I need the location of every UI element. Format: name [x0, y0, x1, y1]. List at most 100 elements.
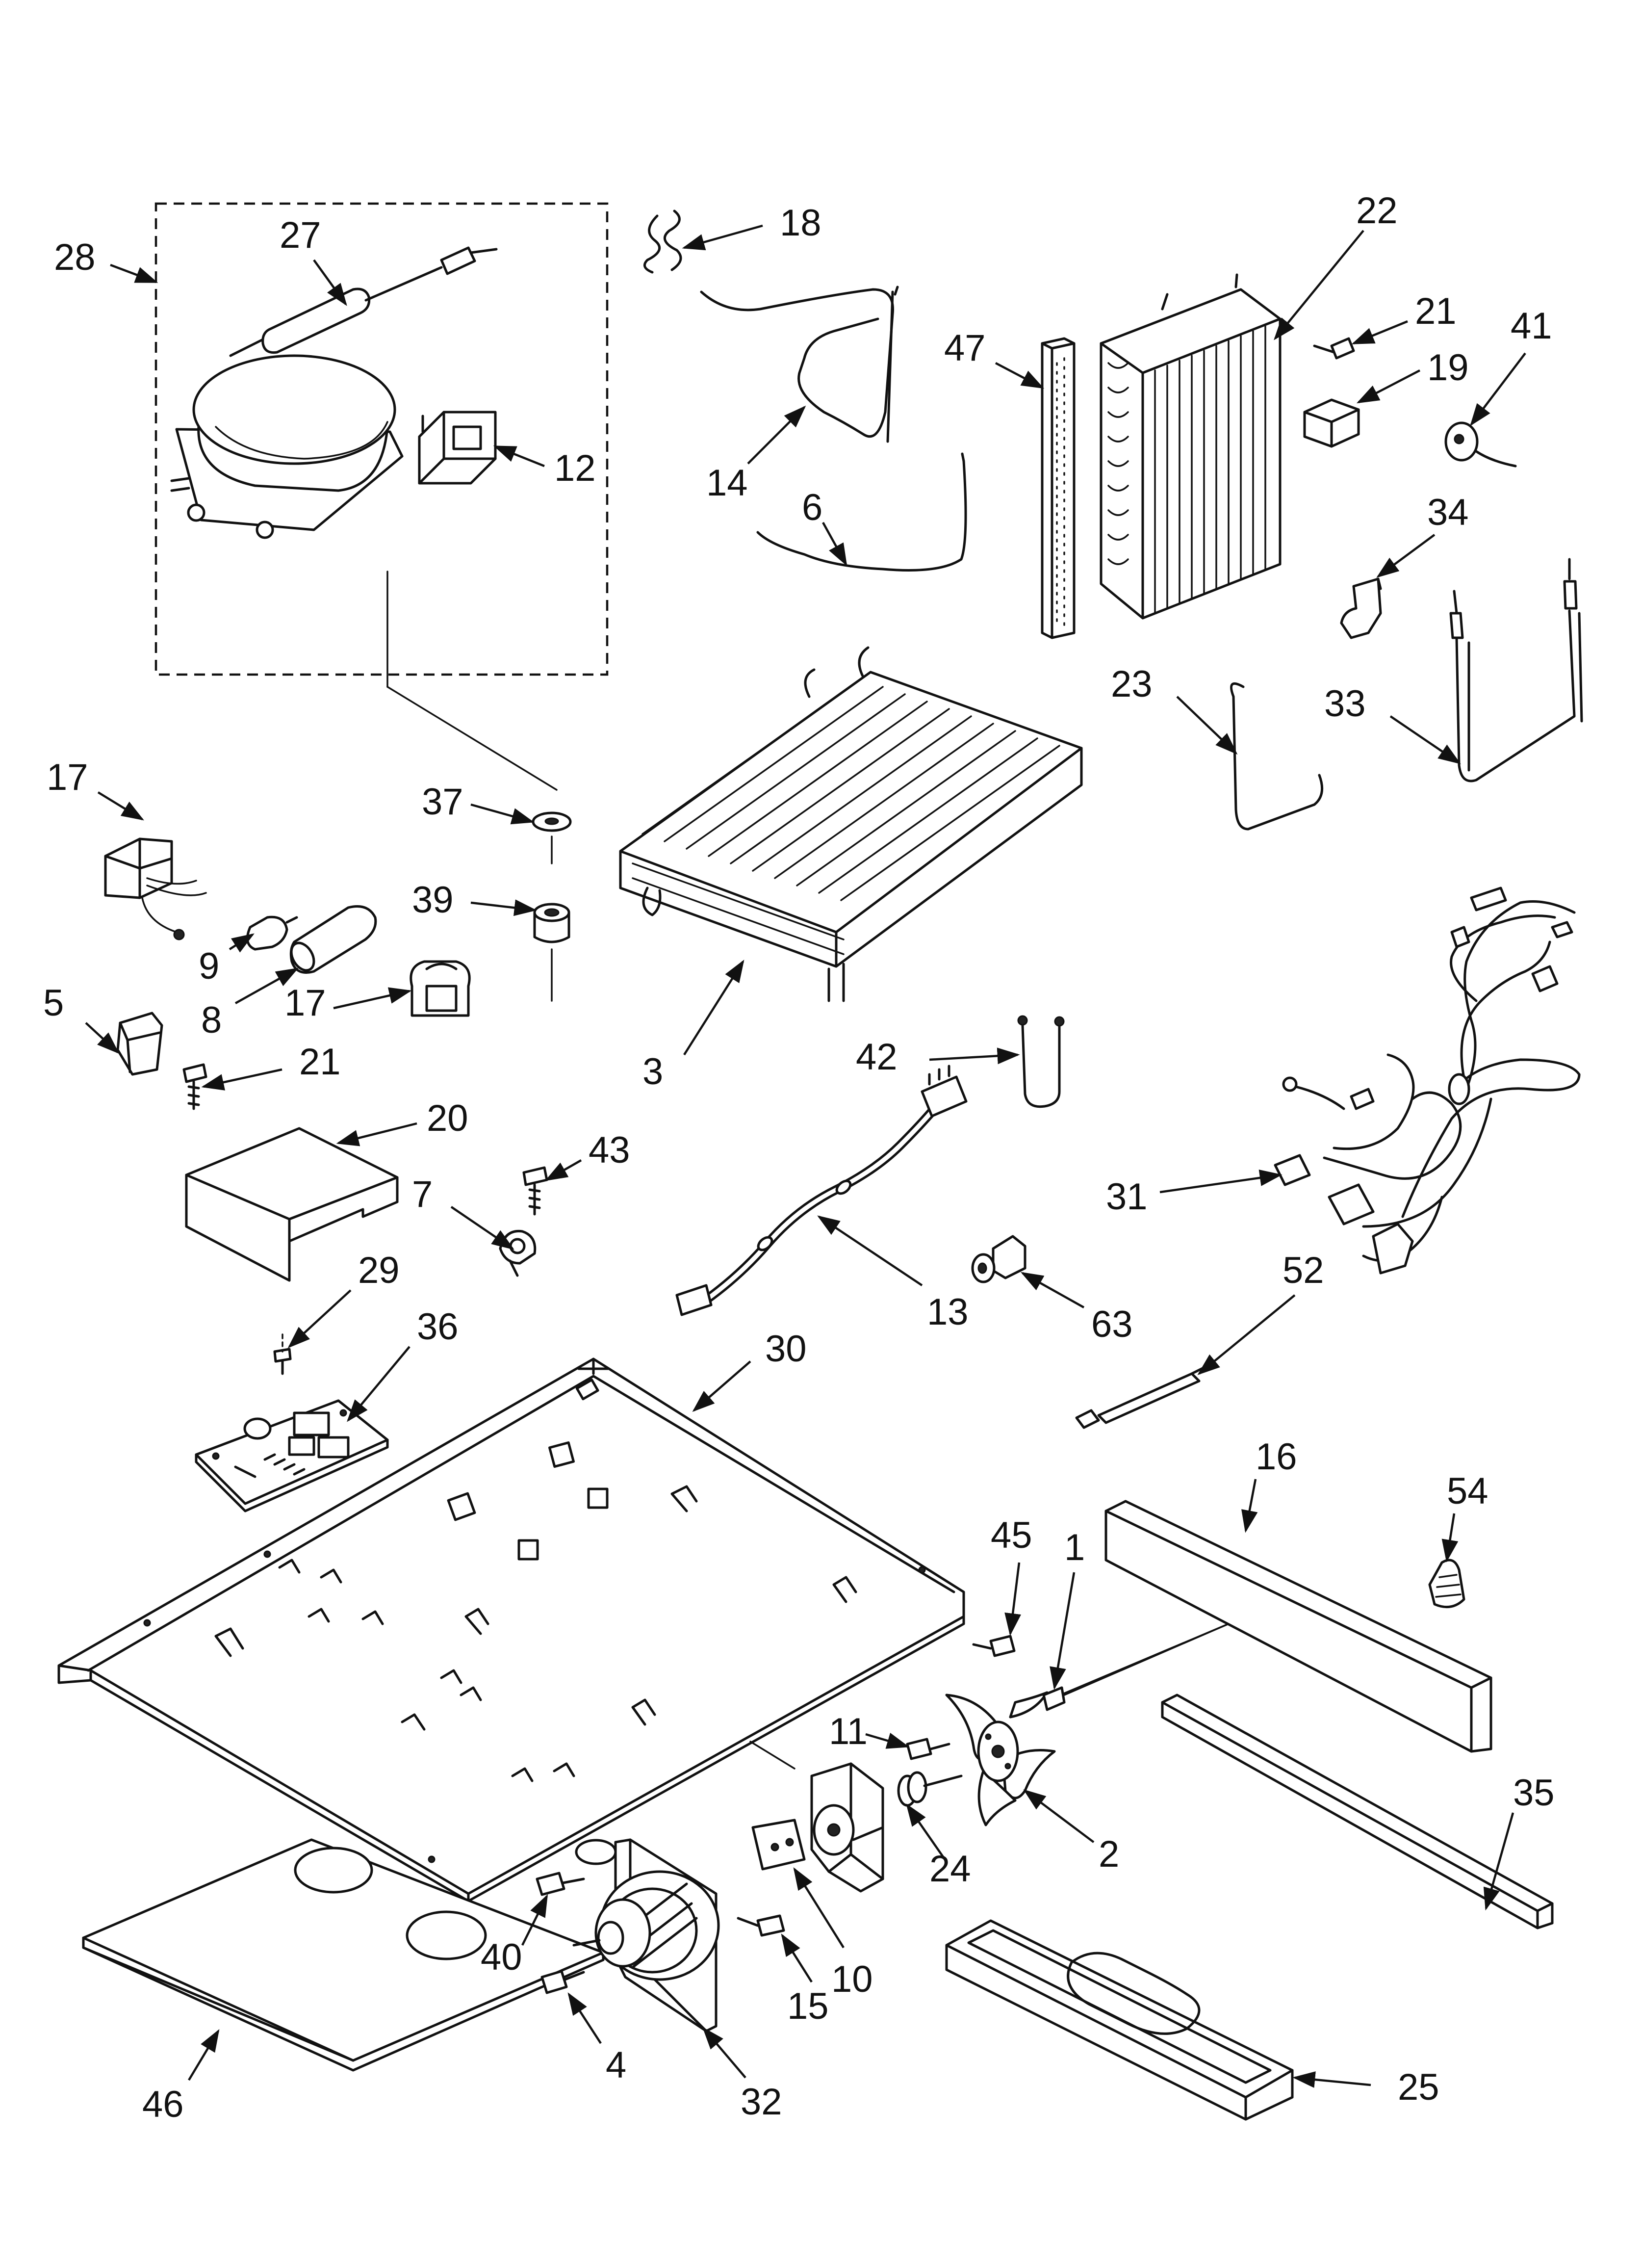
callout-21-right: 21 — [1415, 290, 1457, 332]
leader-29 — [287, 1289, 352, 1349]
callout-40: 40 — [481, 1936, 522, 1978]
callout-5: 5 — [43, 982, 64, 1024]
leader-45 — [1004, 1562, 1021, 1636]
callout-47: 47 — [944, 327, 986, 369]
leader-17-top — [97, 791, 144, 821]
callout-27: 27 — [280, 214, 321, 256]
relay-cover — [410, 960, 471, 1017]
wire-nut — [1428, 1559, 1465, 1609]
suction-line — [756, 460, 967, 572]
callout-29: 29 — [358, 1250, 400, 1291]
callout-63: 63 — [1091, 1303, 1133, 1345]
leader-37 — [470, 803, 535, 825]
screw-40 — [536, 1872, 585, 1896]
overload-protector — [104, 837, 207, 940]
flare-nut — [971, 1235, 1026, 1283]
screw-45 — [972, 1635, 1016, 1657]
callout-6: 6 — [802, 487, 822, 528]
callout-15: 15 — [787, 1985, 829, 2027]
callout-31: 31 — [1106, 1176, 1148, 1218]
leader-20 — [336, 1122, 417, 1147]
callout-21-left: 21 — [299, 1041, 341, 1083]
cable-tie — [1075, 1362, 1213, 1429]
callout-23: 23 — [1111, 663, 1153, 705]
leader-2 — [1023, 1789, 1095, 1843]
callout-17-top: 17 — [47, 756, 88, 798]
leader-10 — [793, 1867, 845, 1949]
callout-24: 24 — [929, 1848, 971, 1890]
callout-46: 46 — [142, 2084, 184, 2125]
jumper-wire — [1017, 1015, 1065, 1108]
callout-11: 11 — [829, 1711, 868, 1752]
leader-36 — [347, 1346, 410, 1422]
callout-14: 14 — [706, 462, 748, 504]
motor-grommet — [897, 1771, 963, 1807]
callout-42: 42 — [856, 1036, 898, 1078]
leader-27 — [313, 259, 347, 306]
gasket-strip — [1041, 337, 1076, 639]
drain-pan — [945, 1919, 1294, 2121]
leader-9 — [229, 933, 255, 953]
callout-41: 41 — [1511, 305, 1552, 347]
leader-16 — [1241, 1479, 1258, 1533]
wire-harness-13 — [675, 1065, 968, 1316]
leader-41 — [1470, 352, 1526, 426]
leader-25 — [1292, 2071, 1371, 2088]
grommet — [532, 811, 572, 864]
leader-6 — [822, 521, 847, 567]
callout-8: 8 — [201, 999, 222, 1041]
power-cord-sleeve — [289, 905, 377, 974]
leader-22 — [1274, 230, 1364, 340]
leader-11 — [865, 1733, 910, 1749]
callout-10: 10 — [831, 1958, 873, 2000]
screw-21-right — [1313, 337, 1355, 360]
callout-45: 45 — [991, 1514, 1032, 1556]
leader-31 — [1159, 1170, 1283, 1194]
insulation-strip-16 — [1104, 1500, 1492, 1753]
leader-34 — [1376, 534, 1436, 578]
leader-43 — [545, 1159, 582, 1181]
callout-20: 20 — [427, 1097, 468, 1139]
mounting-bracket-23 — [1230, 682, 1324, 831]
leader-5 — [85, 1022, 120, 1054]
leader-23 — [1176, 696, 1238, 755]
leader-46 — [188, 2029, 220, 2081]
compressor-sleeve — [533, 903, 570, 1002]
evaporator-fan-motor — [810, 1762, 884, 1893]
fan-bracket — [1042, 1623, 1230, 1711]
callout-36: 36 — [417, 1306, 459, 1348]
callout-43: 43 — [589, 1129, 630, 1171]
screw-21-left — [182, 1063, 207, 1110]
filter-drier — [229, 246, 498, 357]
callout-22: 22 — [1356, 190, 1398, 232]
leader-40 — [521, 1894, 548, 1946]
clip-bracket — [116, 1012, 163, 1076]
callout-17-bottom: 17 — [284, 982, 326, 1024]
leader-28 — [110, 263, 158, 284]
callout-30: 30 — [765, 1328, 807, 1370]
callout-3: 3 — [642, 1051, 663, 1093]
leader-21-left — [201, 1068, 282, 1091]
callout-7: 7 — [412, 1173, 433, 1215]
callout-19: 19 — [1427, 347, 1469, 389]
control-board — [195, 1399, 389, 1512]
screw-4 — [540, 1970, 585, 1994]
callout-4: 4 — [606, 2044, 626, 2086]
leader-14 — [747, 405, 806, 465]
fan-blade — [945, 1691, 1056, 1826]
callout-52: 52 — [1283, 1250, 1324, 1291]
leader-4 — [567, 1992, 602, 2044]
leader-33 — [1389, 715, 1461, 764]
leader-42 — [929, 1047, 1020, 1065]
control-board-screw — [273, 1333, 292, 1375]
callout-1: 1 — [1064, 1527, 1085, 1568]
leader-52 — [1197, 1294, 1296, 1375]
evaporator — [619, 646, 1083, 1002]
leader-47 — [995, 362, 1045, 389]
callout-9: 9 — [199, 945, 219, 987]
leader-3 — [683, 960, 744, 1056]
callout-35: 35 — [1513, 1772, 1555, 1814]
capillary-tube — [700, 286, 899, 438]
callout-54: 54 — [1447, 1470, 1488, 1512]
leader-12 — [493, 445, 545, 468]
